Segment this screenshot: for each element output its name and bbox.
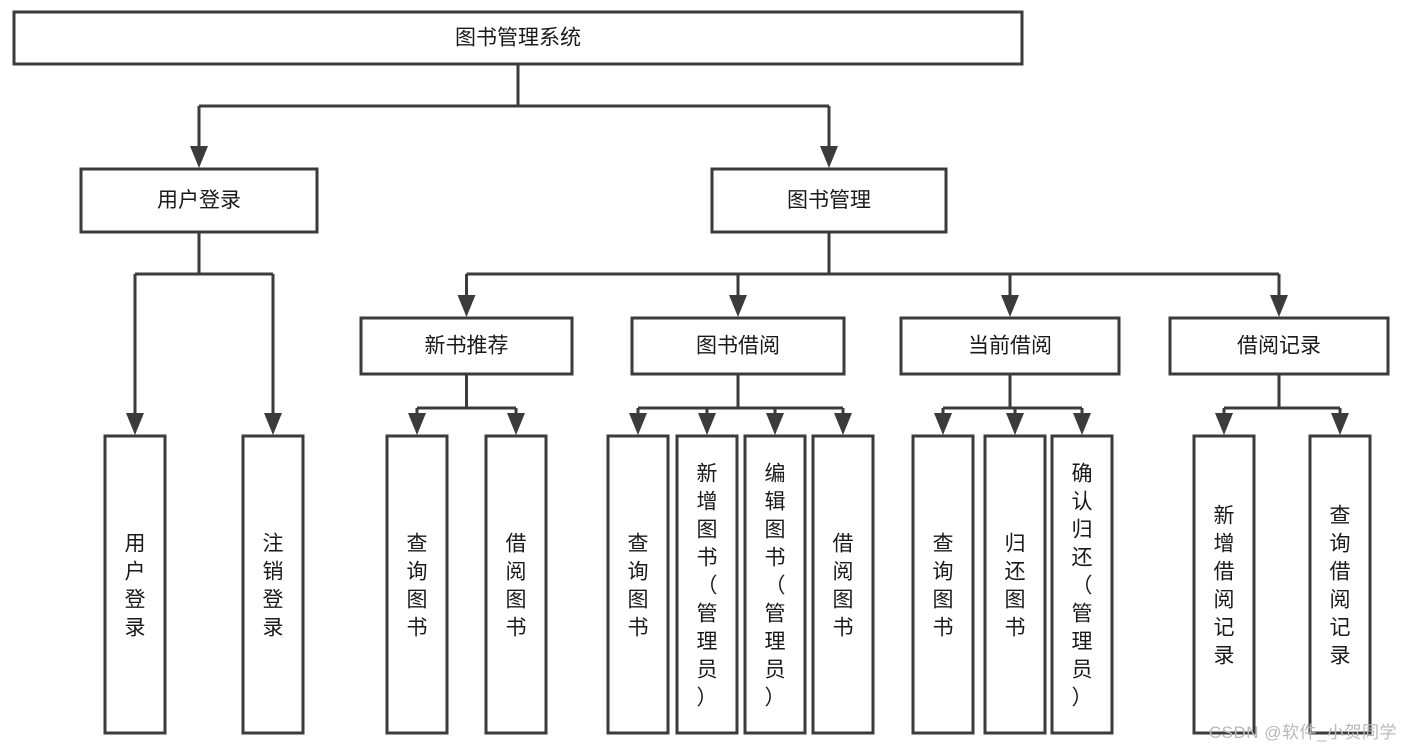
node-label: 新增借阅记录 — [1214, 504, 1235, 667]
node-label: 当前借阅 — [968, 335, 1052, 358]
node-label: 借阅图书 — [506, 532, 527, 639]
arrow-head-icon — [820, 146, 838, 168]
node-root[interactable]: 图书管理系统 — [12, 10, 1024, 66]
arrow-head-icon — [1006, 413, 1024, 435]
node-label: 查询图书 — [933, 532, 954, 639]
arrow-head-icon — [457, 295, 476, 317]
node-leaf-user-login[interactable]: 用户登录 — [103, 434, 167, 735]
node-leaf-c-query[interactable]: 查询图书 — [911, 434, 975, 735]
node-layer: 图书管理系统用户登录图书管理新书推荐图书借阅当前借阅借阅记录用户登录注销登录查询… — [12, 10, 1390, 735]
node-leaf-new-query[interactable]: 查询图书 — [385, 434, 449, 735]
node-label: 图书管理系统 — [455, 27, 581, 50]
node-label: 借阅记录 — [1237, 335, 1321, 358]
node-l2-book[interactable]: 图书管理 — [710, 167, 948, 234]
node-label: 图书借阅 — [696, 335, 780, 358]
node-l3-borrow[interactable]: 图书借阅 — [630, 316, 846, 376]
node-box — [606, 434, 670, 735]
arrow-head-icon — [190, 146, 208, 168]
arrow-head-icon — [1270, 295, 1288, 317]
node-leaf-b-query[interactable]: 查询图书 — [606, 434, 670, 735]
node-leaf-b-add[interactable]: 新增图书（管理员） — [675, 434, 739, 735]
node-box — [630, 316, 846, 376]
node-box — [1192, 434, 1256, 735]
node-box — [1168, 316, 1390, 376]
node-label: 查询借阅记录 — [1330, 504, 1351, 667]
node-box — [1308, 434, 1372, 735]
node-label: 用户登录 — [157, 189, 241, 212]
arrow-head-icon — [408, 413, 426, 435]
node-label: 借阅图书 — [833, 532, 854, 639]
node-box — [811, 434, 875, 735]
arrow-head-icon — [507, 413, 525, 435]
arrow-head-icon — [1001, 295, 1019, 317]
arrow-head-icon — [126, 413, 144, 435]
node-box — [241, 434, 305, 735]
arrow-head-icon — [934, 413, 952, 435]
node-l3-current[interactable]: 当前借阅 — [899, 316, 1121, 376]
node-leaf-new-borrow[interactable]: 借阅图书 — [484, 434, 548, 735]
node-label: 用户登录 — [125, 532, 146, 639]
node-label: 查询图书 — [628, 532, 649, 639]
node-leaf-c-return[interactable]: 归还图书 — [983, 434, 1047, 735]
watermark-text: CSDN @软件_小贺同学 — [1208, 723, 1397, 742]
node-label: 注销登录 — [263, 532, 284, 639]
node-box — [484, 434, 548, 735]
node-leaf-r-add[interactable]: 新增借阅记录 — [1192, 434, 1256, 735]
node-label: 编辑图书（管理员） — [765, 462, 786, 709]
node-box — [899, 316, 1121, 376]
node-l3-record[interactable]: 借阅记录 — [1168, 316, 1390, 376]
node-box — [983, 434, 1047, 735]
node-box — [359, 316, 574, 376]
arrow-head-icon — [1073, 413, 1091, 435]
node-box — [710, 167, 948, 234]
arrow-head-icon — [698, 413, 716, 435]
node-label: 查询图书 — [407, 532, 428, 639]
node-box — [911, 434, 975, 735]
arrow-head-icon — [1215, 413, 1233, 435]
node-label: 图书管理 — [787, 189, 871, 212]
arrow-head-icon — [834, 413, 852, 435]
node-box — [103, 434, 167, 735]
node-l3-new[interactable]: 新书推荐 — [359, 316, 574, 376]
node-leaf-b-edit[interactable]: 编辑图书（管理员） — [743, 434, 807, 735]
node-leaf-r-query[interactable]: 查询借阅记录 — [1308, 434, 1372, 735]
arrow-head-icon — [264, 413, 282, 435]
node-box — [385, 434, 449, 735]
node-label: 新书推荐 — [425, 335, 509, 358]
node-label: 确认归还（管理员） — [1072, 462, 1093, 709]
connector-layer — [126, 64, 1349, 435]
node-box — [1050, 434, 1114, 735]
node-leaf-user-logout[interactable]: 注销登录 — [241, 434, 305, 735]
node-box — [12, 10, 1024, 66]
arrow-head-icon — [766, 413, 784, 435]
node-label: 归还图书 — [1005, 532, 1026, 639]
node-label: 新增图书（管理员） — [697, 462, 718, 709]
node-box — [675, 434, 739, 735]
node-box — [743, 434, 807, 735]
node-l2-user[interactable]: 用户登录 — [79, 167, 319, 234]
arrow-head-icon — [1331, 413, 1349, 435]
node-leaf-c-confirm[interactable]: 确认归还（管理员） — [1050, 434, 1114, 735]
node-box — [79, 167, 319, 234]
arrow-head-icon — [729, 295, 747, 317]
arrow-head-icon — [629, 413, 647, 435]
node-leaf-b-borrow[interactable]: 借阅图书 — [811, 434, 875, 735]
